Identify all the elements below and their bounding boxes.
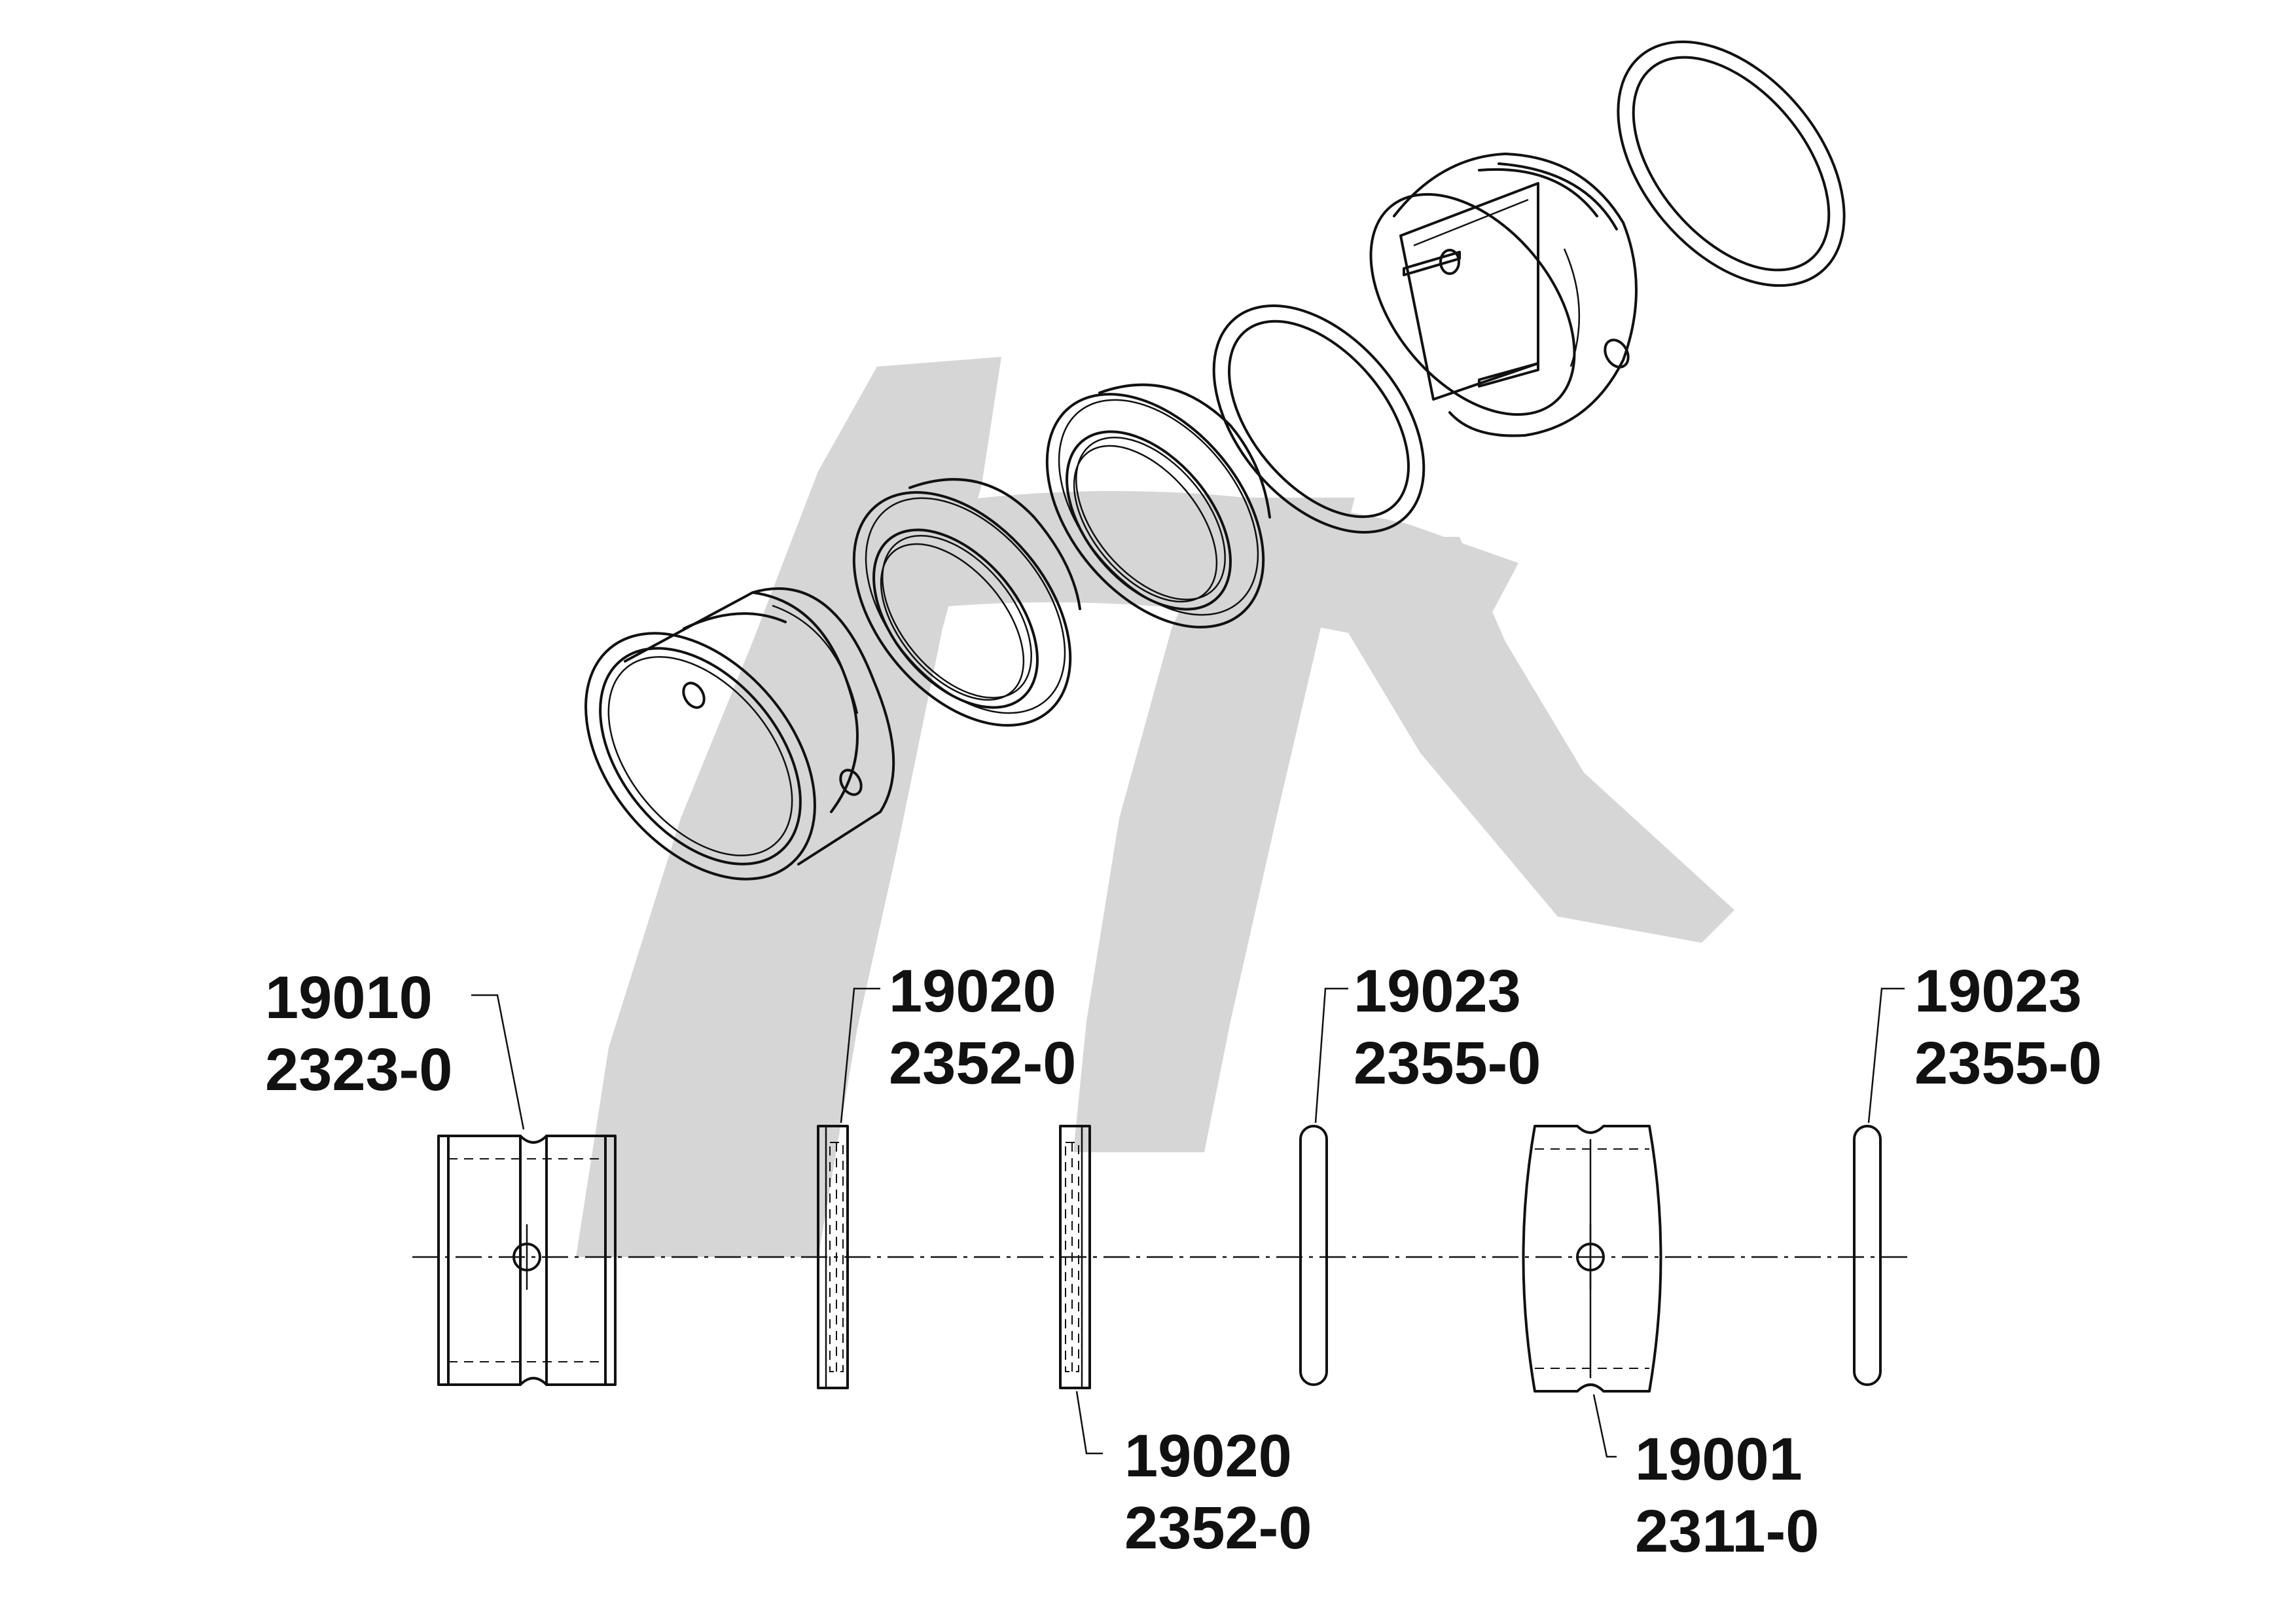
o-ring-1-side-view [1299,1125,1328,1386]
callout-part-number: 19010 [265,964,433,1031]
callout-19020-top: 19020 2352-0 [889,958,1076,1097]
callout-code: 2352-0 [889,1030,1076,1097]
o-ring-2-isometric [1617,40,1846,287]
seal-face-1-side-view [817,1125,849,1389]
body-side-view [1522,1125,1662,1393]
callout-code: 2355-0 [1914,1030,2102,1097]
leader-lines [471,987,1905,1458]
side-view [412,1125,1911,1393]
callout-code: 2323-0 [265,1036,452,1103]
callout-part-number: 19023 [1914,958,2082,1025]
o-ring-2-side-view [1853,1125,1882,1386]
sleeve-isometric [584,587,895,881]
callout-part-number: 19020 [1124,1423,1292,1489]
seal-face-2-side-view [1059,1125,1091,1389]
callout-part-number: 19001 [1635,1426,1803,1493]
callout-code: 2311-0 [1635,1498,1819,1565]
seal-face-1-isometric [852,478,1081,727]
isometric-view [584,40,1846,881]
callout-19010: 19010 2323-0 [265,964,452,1103]
callout-19023-right: 19023 2355-0 [1914,958,2102,1097]
callout-code: 2355-0 [1354,1030,1541,1097]
watermark-logo [576,357,1734,1257]
callout-part-number: 19020 [889,958,1056,1025]
body-isometric [1369,153,1638,437]
callout-19001: 19001 2311-0 [1635,1426,1819,1565]
callout-19023-middle: 19023 2355-0 [1354,958,1541,1097]
seal-face-2-isometric [1045,383,1271,629]
callout-part-number: 19023 [1354,958,1521,1025]
o-ring-1-isometric [1212,304,1426,534]
callout-code: 2352-0 [1124,1495,1312,1561]
callout-19020-bottom: 19020 2352-0 [1124,1423,1312,1561]
sleeve-side-view [437,1135,617,1386]
